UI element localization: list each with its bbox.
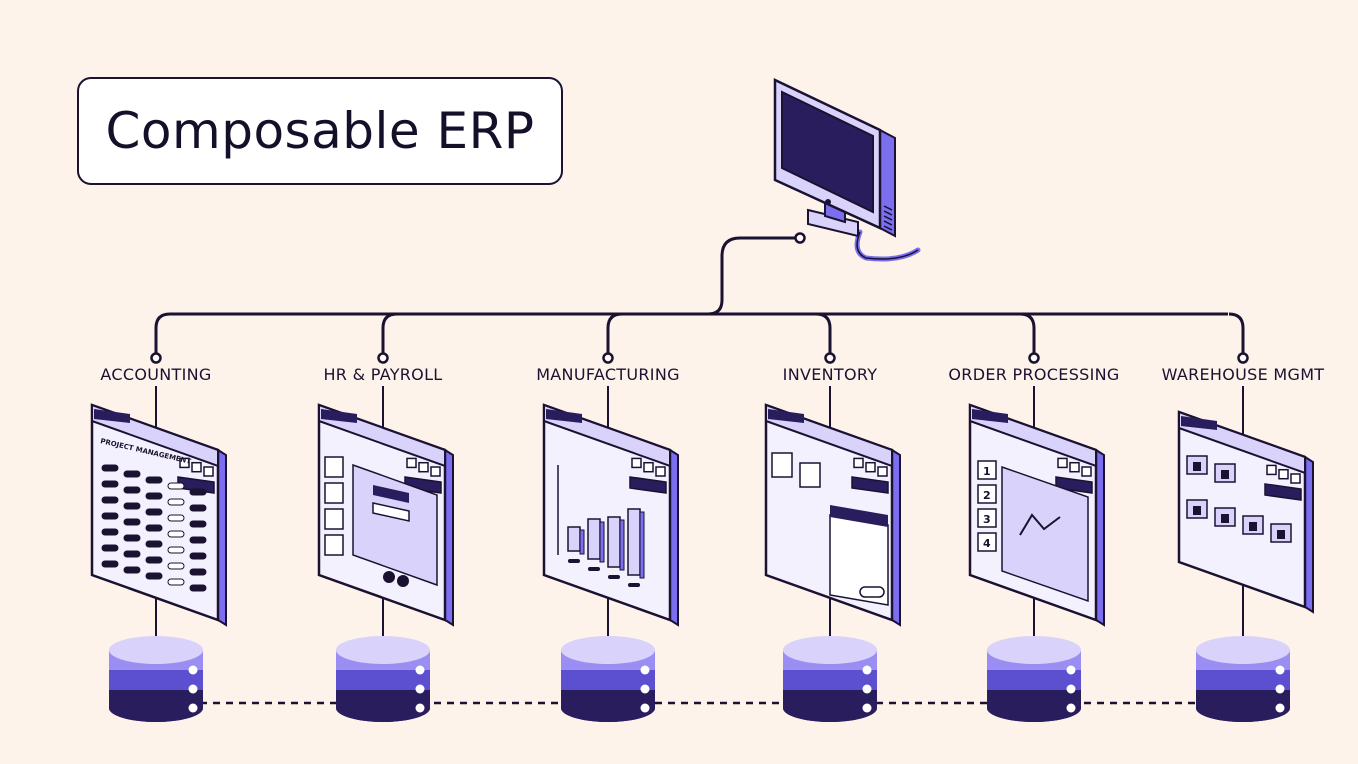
module-label: HR & PAYROLL — [323, 365, 443, 384]
module-label: INVENTORY — [782, 365, 878, 384]
module-branch-line — [1019, 312, 1036, 356]
database-icon — [987, 636, 1081, 722]
monitor-link-node — [794, 232, 806, 244]
module-branch-line — [154, 312, 171, 356]
module-branch-line — [815, 312, 832, 356]
module-node — [824, 352, 836, 364]
database-icon — [1196, 636, 1290, 722]
page-title: Composable ERP — [105, 102, 535, 160]
module-node — [1237, 352, 1249, 364]
module-node — [150, 352, 162, 364]
app-window-icon: PROJECT MANAGEMENT — [90, 403, 227, 627]
module-node — [602, 352, 614, 364]
database-icon — [336, 636, 430, 722]
monitor-link-line — [707, 236, 800, 316]
module-branch-line — [1228, 312, 1245, 356]
module-branch-line — [381, 312, 398, 356]
step-number: 2 — [983, 489, 991, 502]
app-window-icon — [764, 403, 901, 627]
app-window-icon — [317, 403, 454, 627]
app-window-icon — [542, 403, 679, 627]
module-label: MANUFACTURING — [536, 365, 680, 384]
module-node — [377, 352, 389, 364]
step-number: 3 — [983, 513, 991, 526]
app-window-icon — [1177, 410, 1314, 614]
module-label: WAREHOUSE MGMT — [1161, 365, 1325, 384]
step-number: 1 — [983, 465, 991, 478]
title-box: Composable ERP — [77, 77, 563, 185]
module-label: ACCOUNTING — [100, 365, 212, 384]
module-label: ORDER PROCESSING — [948, 365, 1120, 384]
app-window-icon: 1 2 3 4 — [968, 403, 1105, 627]
database-icon — [783, 636, 877, 722]
database-icon — [561, 636, 655, 722]
step-number: 4 — [983, 537, 991, 550]
module-node — [1028, 352, 1040, 364]
database-icon — [109, 636, 203, 722]
computer-monitor-icon — [773, 78, 921, 262]
module-branch-line — [606, 312, 623, 356]
